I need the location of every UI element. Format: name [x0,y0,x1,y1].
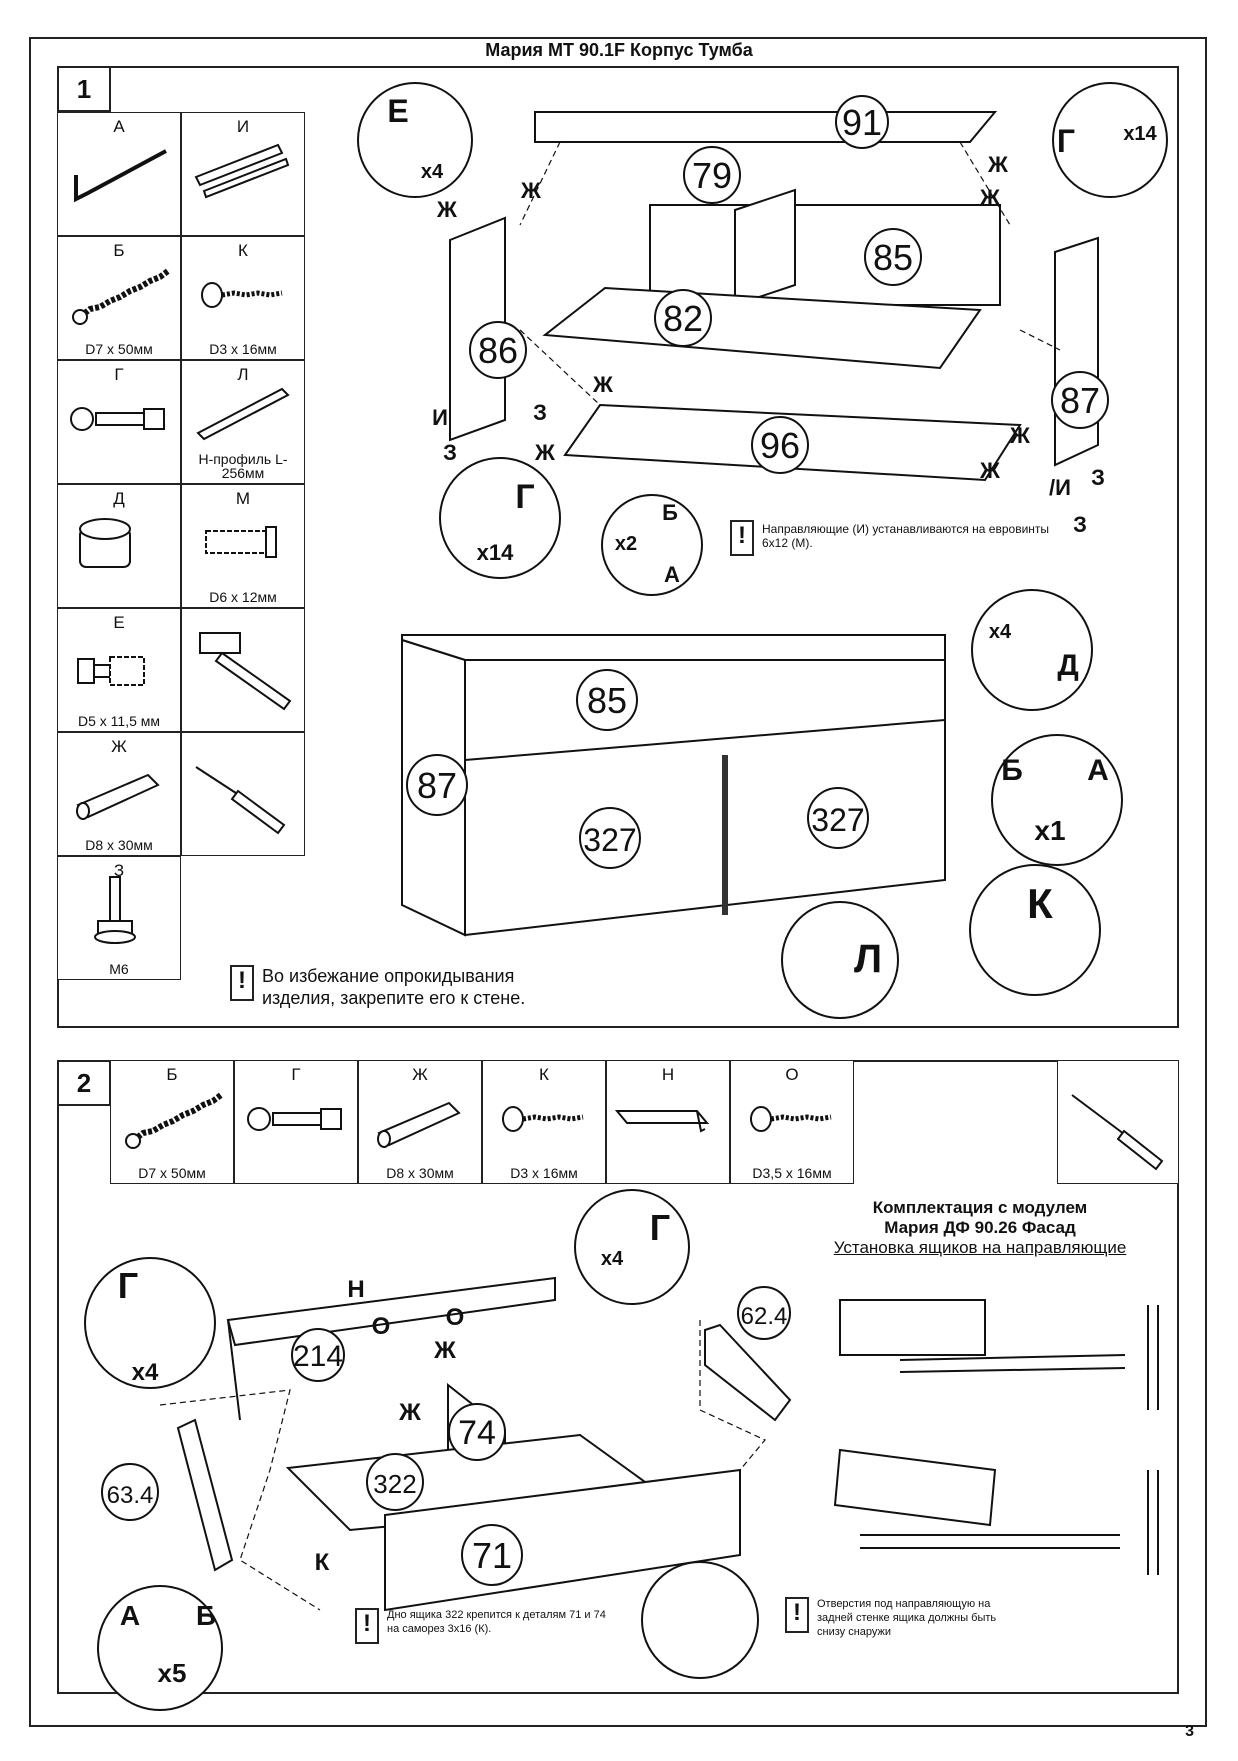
part-letter: З [113,861,125,880]
part-cell-Б: Б D7 х 50мм [57,236,181,360]
part-letter: Ж [111,737,127,756]
page-frame [29,37,1207,1727]
wood-screw-icon [502,1106,584,1132]
heading-line3: Установка ящиков на направляющие [833,1238,1127,1257]
note-wall-line2: изделия, закрепите его к стене. [262,988,526,1008]
part-cell-Е: Е D5 х 11,5 мм [57,608,181,732]
step2-screwdriver-cell [1057,1060,1179,1184]
step1-number: 1 [57,66,111,112]
step1-note-wall: ! Во избежание опрокидывания изделия, за… [230,965,650,1009]
part-cell-Д: Д [57,484,181,608]
part-caption: D7 х 50мм [138,1165,206,1181]
cam-lock-icon [247,1107,342,1131]
part-letter: Д [113,489,125,508]
part-cell-О: О D3,5 х 16мм [730,1060,854,1184]
part-cell-Б: Б D7 х 50мм [110,1060,234,1184]
part-cell-Л: Л Н-профиль L-256мм [181,360,305,484]
step1-note-guides: ! Направляющие (И) устанавливаются на ев… [730,520,1060,556]
part-cell-Ж: Ж D8 х 30мм [57,732,181,856]
note-bottom-text: Дно ящика 322 крепится к деталям 71 и 74… [387,1609,606,1635]
hammer-icon [199,632,292,711]
warning-icon: ! [230,965,254,1001]
part-caption: D7 х 50мм [85,341,153,357]
part-cell-hammer-icon [181,608,305,732]
part-cell-М: М D6 х 12мм [181,484,305,608]
confirmat-screw-icon [125,1092,223,1149]
drawer-slide-icon [194,143,290,199]
cam-lock-icon [70,407,165,431]
part-cell-screwdriver-icon [181,732,305,856]
step2-number: 2 [57,1060,111,1106]
leveling-foot-icon [94,876,136,944]
part-letter: Б [113,241,125,260]
handle-icon [614,1110,710,1133]
cam-bolt-icon [77,656,145,686]
part-letter: Н [661,1065,675,1084]
part-caption: D5 х 11,5 мм [77,713,161,729]
part-caption: D3 х 16мм [510,1165,578,1181]
warning-icon: ! [785,1597,809,1633]
note-holes-text: Отверстия под направляющую на задней сте… [817,1598,997,1638]
part-letter: Б [166,1065,178,1084]
screwdriver-icon [195,766,286,835]
confirmat-screw-icon [72,268,170,325]
heading-line2: Мария ДФ 90.26 Фасад [884,1218,1076,1237]
part-cell-А: А [57,112,181,236]
part-letter: Л [237,365,249,384]
hex-key-icon [74,149,167,203]
part-caption: D3 х 16мм [209,341,277,357]
part-letter: К [539,1065,549,1084]
part-caption: D3,5 х 16мм [752,1165,832,1181]
part-cell-Ж: Ж D8 х 30мм [358,1060,482,1184]
part-letter: К [238,241,248,260]
euro-screw-icon [205,526,277,558]
warning-icon: ! [355,1608,379,1644]
part-cell-Г: Г [234,1060,358,1184]
part-caption: М6 [109,961,129,977]
shelf-support-icon [79,518,131,568]
step2-note-bottom: ! Дно ящика 322 крепится к деталям 71 и … [355,1608,615,1644]
part-caption: D8 х 30мм [386,1165,454,1181]
wood-screw-icon [750,1106,832,1132]
screwdriver-icon [1071,1094,1164,1171]
part-cell-К: К D3 х 16мм [181,236,305,360]
note-guides-text: Направляющие (И) устанавливаются на евро… [762,522,1050,550]
part-letter: М [235,489,251,508]
part-cell-З: З М6 [57,856,181,980]
dowel-icon [76,773,160,820]
part-letter: О [785,1065,799,1084]
part-cell-И: И [181,112,305,236]
part-caption: D8 х 30мм [85,837,153,853]
part-letter: А [113,117,125,136]
part-caption: Н-профиль L-256мм [198,451,288,481]
page-number: 3 [1185,1723,1194,1740]
part-cell-Н: Н [606,1060,730,1184]
h-profile-icon [196,387,290,441]
page-title: Мария МТ 90.1F Корпус Тумба [485,40,753,60]
dowel-icon [377,1101,461,1148]
part-cell-К: К D3 х 16мм [482,1060,606,1184]
part-letter: Г [291,1065,301,1084]
part-letter: Г [114,365,124,384]
part-letter: И [236,117,250,136]
part-letter: Ж [412,1065,428,1084]
step2-heading: Комплектация с модулем Мария ДФ 90.26 Фа… [790,1198,1170,1258]
heading-line1: Комплектация с модулем [872,1198,1088,1217]
warning-icon: ! [730,520,754,556]
step2-note-holes: ! Отверстия под направляющую на задней с… [785,1597,1025,1639]
part-caption: D6 х 12мм [209,589,277,605]
wood-screw-icon [201,282,283,308]
part-cell-Г: Г [57,360,181,484]
note-wall-line1: Во избежание опрокидывания [262,966,515,986]
part-letter: Е [113,613,125,632]
